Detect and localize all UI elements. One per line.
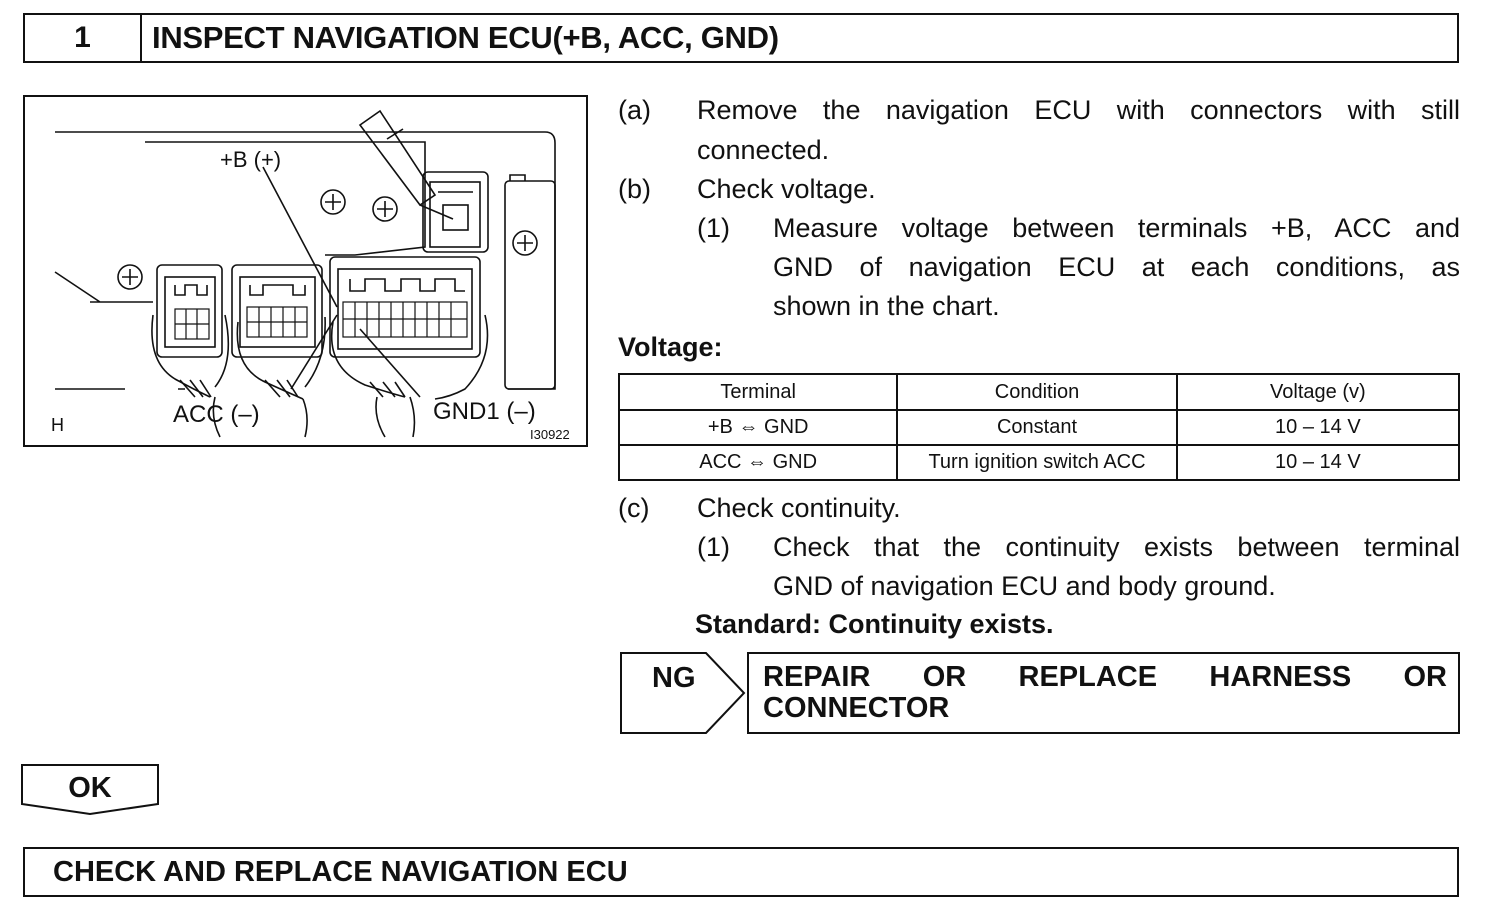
- screw-icon: [320, 189, 346, 215]
- label-acc: ACC (–): [173, 401, 260, 428]
- figure-corner-label: H: [51, 415, 64, 435]
- ng-result-text: REPAIR OR REPLACE HARNESS OR CONNECTOR: [763, 661, 1447, 724]
- instruction-c1-line2: GND of navigation ECU and body ground.: [773, 571, 1276, 601]
- instruction-a: (a) Remove the navigation ECU with conne…: [618, 91, 1460, 171]
- ng-label: NG: [652, 662, 696, 694]
- instruction-b-text: Check voltage.: [697, 174, 876, 204]
- instruction-b1-line2: GND of navigation ECU at each conditions…: [773, 252, 1460, 282]
- instruction-b-label: (b): [618, 174, 651, 204]
- connector-small: [156, 264, 223, 358]
- ng-arrow-icon: [620, 652, 746, 734]
- screw-icon: [372, 196, 398, 222]
- table-cell: Turn ignition switch ACC: [896, 444, 1178, 481]
- table-header-row: Terminal Condition Voltage (v): [617, 373, 1461, 411]
- instruction-c1-label: (1): [697, 532, 730, 562]
- ok-tab: OK: [21, 764, 159, 816]
- table-cell: Constant: [896, 409, 1178, 446]
- step-title: INSPECT NAVIGATION ECU(+B, ACC, GND): [152, 20, 779, 55]
- table-header-cell: Voltage (v): [1175, 373, 1461, 411]
- instruction-c-label: (c): [618, 493, 650, 523]
- screw-icon: [512, 230, 538, 256]
- instruction-b1-line1: Measure voltage between terminals +B, AC…: [773, 213, 1460, 243]
- final-step-box: CHECK AND REPLACE NAVIGATION ECU: [23, 847, 1459, 897]
- ng-result-box: NG REPAIR OR REPLACE HARNESS OR CONNECTO…: [620, 652, 1460, 734]
- step-header: 1 INSPECT NAVIGATION ECU(+B, ACC, GND): [23, 13, 1459, 63]
- step-number: 1: [25, 15, 142, 61]
- connector-medium: [231, 264, 323, 358]
- table-header-cell: Terminal: [617, 373, 899, 411]
- instruction-b1-label: (1): [697, 213, 730, 243]
- voltage-heading: Voltage:: [618, 332, 723, 362]
- connector-large: [329, 256, 481, 358]
- voltage-table: Terminal Condition Voltage (v) +B ⇔ GND …: [617, 373, 1461, 481]
- ecu-connector-figure: +B (+) ACC (–) GND1 (–) H I30922: [23, 95, 588, 447]
- ok-arrow-icon: [21, 764, 159, 816]
- instruction-b: (b) Check voltage. (1) Measure voltage b…: [618, 170, 1460, 330]
- standard-text: Standard: Continuity exists.: [695, 609, 1054, 639]
- table-cell: 10 – 14 V: [1175, 444, 1461, 481]
- instruction-a-line1: Remove the navigation ECU with connector…: [697, 95, 1460, 125]
- table-cell: +B ⇔ GND: [617, 409, 899, 446]
- instruction-a-label: (a): [618, 95, 651, 125]
- table-row: +B ⇔ GND Constant 10 – 14 V: [617, 409, 1461, 446]
- ng-result: REPAIR OR REPLACE HARNESS OR CONNECTOR: [747, 652, 1460, 734]
- instruction-c-text: Check continuity.: [697, 493, 901, 523]
- label-gnd1: GND1 (–): [433, 398, 536, 425]
- table-row: ACC ⇔ GND Turn ignition switch ACC 10 – …: [617, 444, 1461, 481]
- figure-code: I30922: [530, 427, 570, 442]
- instruction-c: (c) Check continuity. (1) Check that the…: [618, 489, 1460, 609]
- screw-icon: [117, 264, 143, 290]
- test-probe: [358, 109, 437, 207]
- instruction-b1-line3: shown in the chart.: [773, 291, 1000, 321]
- table-header-cell: Condition: [896, 373, 1178, 411]
- ecu-housing: [55, 131, 556, 390]
- instruction-a-line2: connected.: [697, 135, 830, 165]
- table-cell: ACC ⇔ GND: [617, 444, 899, 481]
- instruction-c1-line1: Check that the continuity exists between…: [773, 532, 1460, 562]
- table-cell: 10 – 14 V: [1175, 409, 1461, 446]
- label-b-plus: +B (+): [220, 147, 281, 172]
- ok-label: OK: [68, 772, 112, 804]
